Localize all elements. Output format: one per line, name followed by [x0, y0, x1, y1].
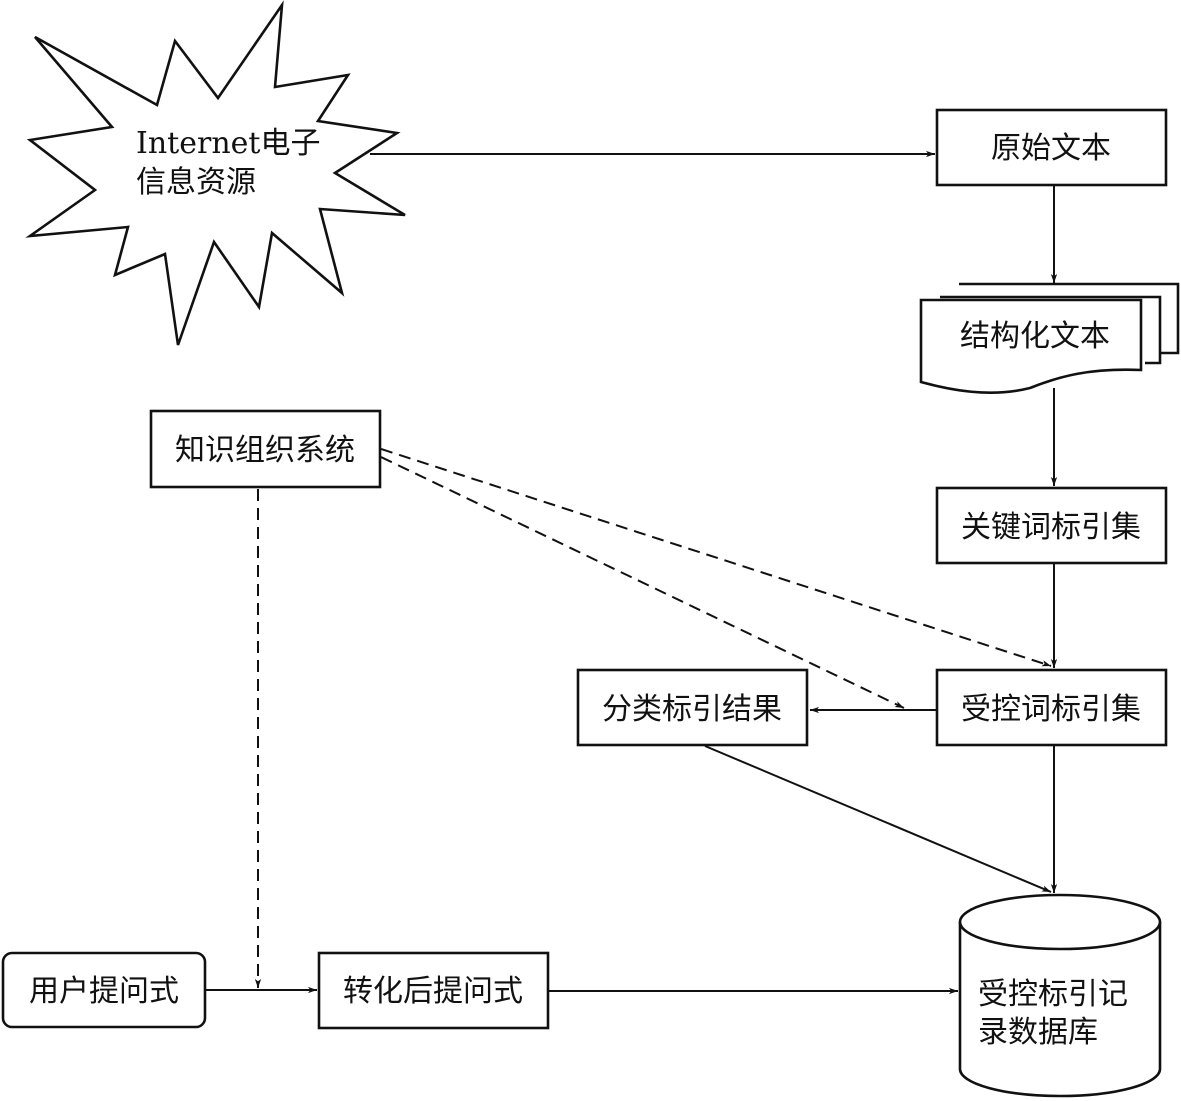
node-converted-query: 转化后提问式	[317, 951, 550, 1030]
user-query-label: 用户提问式	[29, 974, 179, 1009]
controlled-index-label: 受控词标引集	[961, 692, 1141, 727]
starburst-shape	[25, 0, 406, 346]
converted-query-label: 转化后提问式	[343, 974, 523, 1009]
classification-result-label: 分类标引结果	[602, 692, 782, 727]
node-user-query: 用户提问式	[1, 951, 207, 1029]
node-internet: Internet电子 信息资源	[25, 0, 406, 346]
raw-text-label: 原始文本	[991, 131, 1111, 166]
node-classification-result: 分类标引结果	[576, 668, 809, 747]
internet-label-line1: Internet电子	[136, 126, 320, 161]
node-structured-text: 结构化文本	[919, 282, 1180, 394]
edge-kos-to-controlled-index	[380, 448, 1052, 667]
node-keyword-index: 关键词标引集	[935, 486, 1168, 565]
database-label-line1: 受控标引记	[978, 977, 1128, 1012]
node-database: 受控标引记 录数据库	[958, 893, 1162, 1098]
edge-kos-to-classification-edge	[380, 456, 905, 709]
keyword-index-label: 关键词标引集	[961, 510, 1141, 545]
node-controlled-index: 受控词标引集	[935, 668, 1168, 747]
kos-label: 知识组织系统	[175, 433, 355, 468]
edge-classification-to-database	[704, 745, 1052, 893]
structured-text-label: 结构化文本	[960, 319, 1110, 354]
node-raw-text: 原始文本	[935, 108, 1168, 187]
database-label-line2: 录数据库	[978, 1015, 1098, 1050]
internet-label-line2: 信息资源	[136, 165, 256, 200]
node-kos: 知识组织系统	[149, 409, 382, 489]
